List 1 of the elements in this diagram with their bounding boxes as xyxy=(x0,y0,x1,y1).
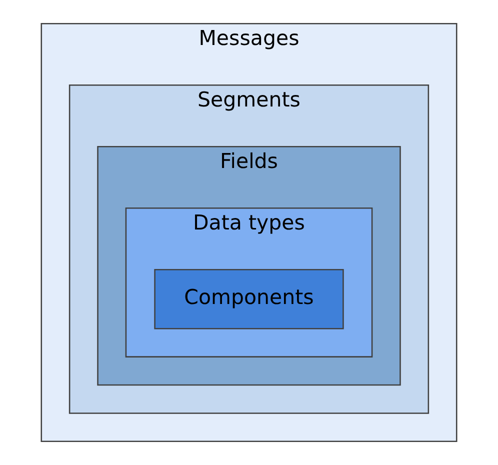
node-box: Components xyxy=(154,269,344,330)
